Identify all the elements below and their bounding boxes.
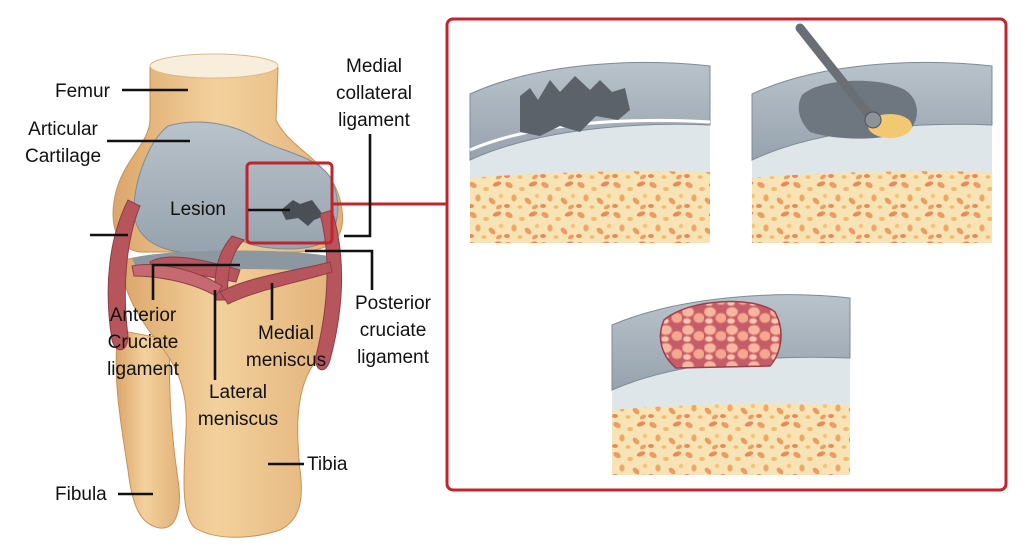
- label-medial-collateral-line1: Medial: [346, 56, 402, 77]
- label-medial-meniscus-line1: Medial: [258, 323, 314, 344]
- label-medial-collateral-line3: ligament: [338, 110, 410, 131]
- label-articular-cartilage-line2: Cartilage: [24, 146, 102, 167]
- fibula-bone: [115, 329, 180, 529]
- leader-lines: [90, 88, 374, 496]
- surgical-probe: [795, 23, 878, 125]
- label-medial-collateral-ligament: Medial collateral ligament: [326, 53, 422, 134]
- label-lateral-meniscus-line2: meniscus: [197, 409, 279, 430]
- label-anterior-cruciate-ligament: Anterior Cruciate ligament: [98, 302, 188, 383]
- label-posterior-cruciate-line1: Posterior: [354, 293, 432, 314]
- label-lateral-meniscus: Lateral meniscus: [188, 379, 288, 433]
- label-medial-collateral-line2: collateral: [335, 83, 413, 104]
- label-femur: Femur: [55, 81, 110, 102]
- label-articular-cartilage-line1: Articular: [28, 119, 98, 140]
- label-anterior-cruciate-line1: Anterior: [109, 305, 177, 326]
- label-anterior-cruciate-line3: ligament: [107, 359, 179, 380]
- lateral-collateral-ligament: [107, 199, 141, 351]
- anterior-cruciate-leader: [151, 263, 240, 300]
- medial-collateral-leader: [344, 134, 372, 238]
- cartilage-lesion-defect: [520, 76, 630, 136]
- lesion-mark: [281, 200, 324, 226]
- posterior-cruciate-leader: [305, 249, 374, 290]
- label-anterior-cruciate-line2: Cruciate: [107, 332, 179, 353]
- label-articular-cartilage: Articular Cartilage: [15, 116, 111, 170]
- label-posterior-cruciate-line2: cruciate: [359, 320, 427, 341]
- label-posterior-cruciate-line3: ligament: [357, 347, 429, 368]
- stage-lesion-panel: [469, 62, 711, 243]
- medial-meniscus: [219, 261, 333, 305]
- stage-repair-panel: [611, 294, 851, 475]
- label-fibula: Fibula: [55, 484, 107, 505]
- label-lateral-meniscus-line1: Lateral: [208, 382, 268, 403]
- label-lesion: Lesion: [170, 199, 226, 220]
- knee-illustration: [107, 53, 344, 538]
- label-posterior-cruciate-ligament: Posterior cruciate ligament: [345, 290, 441, 371]
- stage-debridement-panel: [751, 23, 993, 243]
- label-tibia: Tibia: [307, 454, 348, 475]
- label-medial-meniscus: Medial meniscus: [238, 320, 334, 374]
- label-medial-meniscus-line2: meniscus: [245, 350, 327, 371]
- implanted-cell-graft: [659, 300, 782, 369]
- femur-cut-surface: [149, 53, 279, 79]
